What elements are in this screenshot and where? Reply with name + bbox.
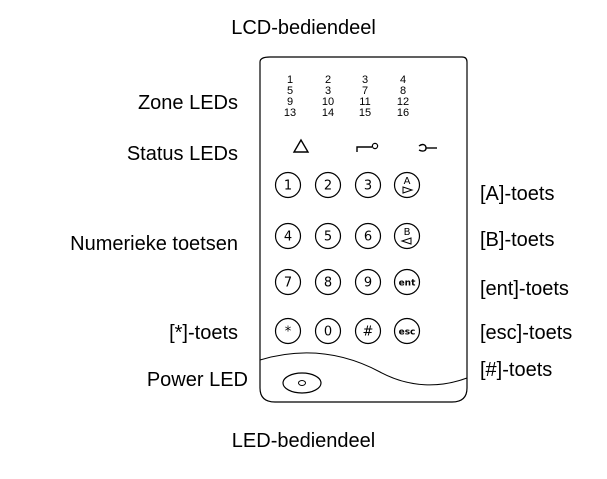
key-label: 9 [364,276,372,291]
key-ent[interactable]: ent [393,268,421,296]
key-#[interactable]: # [354,317,382,345]
zone-led-label: 13 [284,107,296,119]
zone-led-label: 9 [287,96,293,108]
key-A[interactable]: A [393,171,421,199]
zone-led-label: 3 [362,74,368,86]
key-label: esc [399,328,416,338]
key-outline[interactable] [354,222,382,250]
key-outline[interactable] [354,268,382,296]
key-2[interactable]: 2 [314,171,342,199]
key-label: * [285,325,292,340]
key-5[interactable]: 5 [314,222,342,250]
label-b-key: [B]-toets [480,229,555,251]
zone-led-label: 10 [322,96,334,108]
power-section-divider [259,352,468,386]
key-outline[interactable] [354,171,382,199]
zone-led-label: 16 [397,107,409,119]
key-4[interactable]: 4 [274,222,302,250]
key-outline[interactable] [314,171,342,199]
zone-led-label: 2 [325,74,331,86]
key-label: 0 [324,325,332,340]
key-outline[interactable] [314,317,342,345]
key-outline[interactable] [274,268,302,296]
label-power-led: Power LED [146,369,248,391]
keypad-keys: 1 2 3 A 4 5 6 B 7 8 9 ent * 0 # esc [274,171,421,345]
label-status-leds: Status LEDs [126,143,238,165]
key-outline[interactable] [393,317,421,345]
key-outline[interactable] [393,222,421,250]
key-8[interactable]: 8 [314,268,342,296]
label-ent-key: [ent]-toets [480,278,569,300]
key-outline[interactable] [393,171,421,199]
key-label: 8 [324,276,332,291]
key-outline[interactable] [274,317,302,345]
zone-led-label: 1 [287,74,293,86]
triangle-icon [292,138,310,153]
key-outline[interactable] [274,222,302,250]
key-3[interactable]: 3 [354,171,382,199]
key-0[interactable]: 0 [314,317,342,345]
wrench-icon [418,143,437,152]
key-label: 1 [284,179,292,194]
key-outline[interactable] [314,222,342,250]
key-outline[interactable] [393,268,421,296]
zone-led-label: 5 [287,85,293,97]
key-label: # [363,325,374,340]
key-outline[interactable] [354,317,382,345]
zone-led-label: 3 [325,85,331,97]
key-esc[interactable]: esc [393,317,421,345]
zone-led-label: 7 [362,85,368,97]
label-a-key: [A]-toets [480,183,555,205]
title-led: LED-bediendeel [231,430,376,452]
arrow-left-icon [400,237,412,245]
key-label: ent [399,279,417,289]
key-outline[interactable] [274,171,302,199]
key-7[interactable]: 7 [274,268,302,296]
key-label: 3 [364,179,372,194]
label-esc-key: [esc]-toets [480,322,573,344]
key-9[interactable]: 9 [354,268,382,296]
zone-led-label: 11 [359,96,370,108]
zone-led-label: 12 [397,96,409,108]
zone-led-label: 4 [400,74,406,86]
label-numeric-keys: Numerieke toetsen [70,233,238,255]
key-label: 7 [284,276,292,291]
arrow-right-icon [402,186,414,194]
label-hash-key: [#]-toets [480,359,553,381]
key-6[interactable]: 6 [354,222,382,250]
title-lcd: LCD-bediendeel [231,17,376,39]
key-label: 6 [364,230,372,245]
label-star-key: [*]-toets [169,322,238,344]
key-B[interactable]: B [393,222,421,250]
key-label: 4 [284,230,292,245]
zone-led-label: 14 [322,107,334,119]
key-label: 5 [324,230,332,245]
power-led-icon [282,372,322,394]
label-zone-leds: Zone LEDs [137,92,238,114]
key-*[interactable]: * [274,317,302,345]
key-icon [356,142,379,152]
key-label: 2 [324,179,332,194]
zone-led-label: 15 [359,107,371,119]
key-outline[interactable] [314,268,342,296]
key-label: A [404,176,411,187]
key-1[interactable]: 1 [274,171,302,199]
zone-led-label: 8 [400,85,406,97]
key-label: B [404,227,411,238]
